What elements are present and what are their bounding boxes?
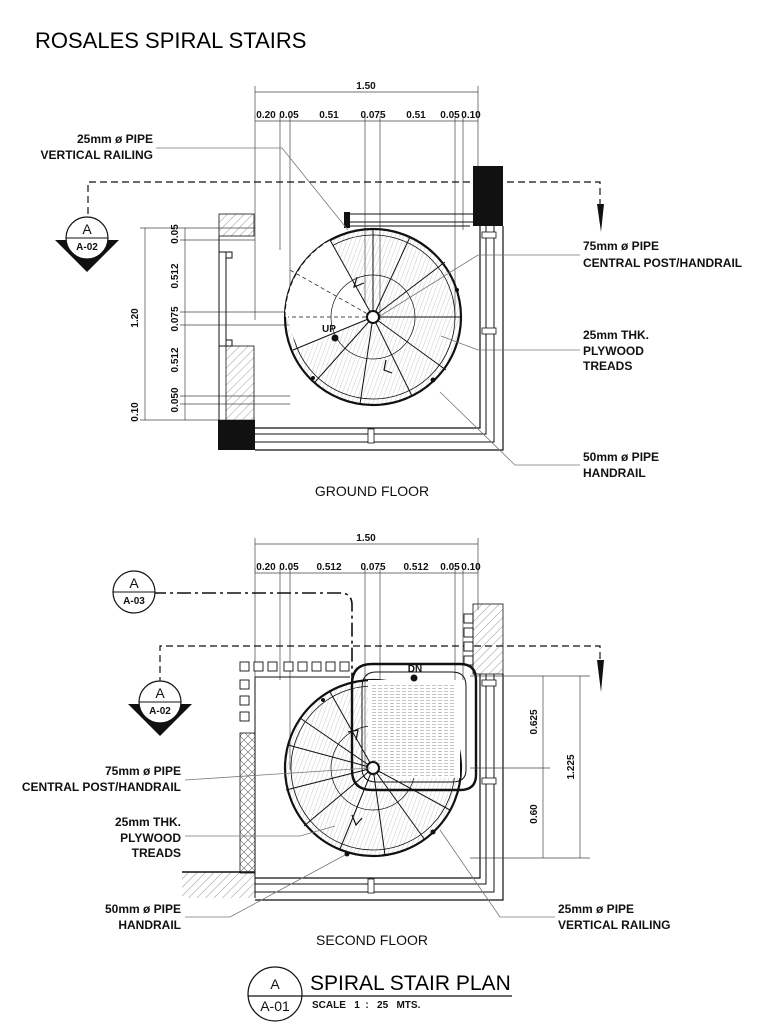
gf-dim-1: 0.20 — [256, 110, 276, 121]
gf-caption: GROUND FLOOR — [315, 483, 429, 499]
sf-handrail-label-2: HANDRAIL — [118, 918, 181, 932]
gf-dim-6: 0.05 — [440, 110, 460, 121]
gf-central-post-label-1: 75mm ø PIPE — [583, 239, 659, 253]
gf-treads-label-2: PLYWOOD — [583, 344, 644, 358]
gf-central-post-label-2: CENTRAL POST/HANDRAIL — [583, 256, 742, 270]
sf-dim-4: 0.075 — [360, 562, 385, 573]
gf-handrail-label-2: HANDRAIL — [583, 466, 646, 480]
gf-dim-7: 0.10 — [461, 110, 481, 121]
gf-dim-3: 0.51 — [319, 110, 339, 121]
gf-treads-label-3: TREADS — [583, 359, 632, 373]
sf-dim-7: 0.10 — [461, 562, 481, 573]
sf-section-letter: A — [155, 685, 165, 701]
sf-treads-label-2: PLYWOOD — [120, 831, 181, 845]
sf-side-dim-1: 0.625 — [529, 709, 540, 734]
sf-section-top-letter: A — [129, 575, 139, 591]
drawing-title: ROSALES SPIRAL STAIRS — [35, 28, 306, 53]
gf-section-letter: A — [82, 221, 92, 237]
title-block-sheet: A-01 — [260, 998, 290, 1014]
sf-overall-width: 1.50 — [356, 533, 376, 544]
gf-side-dim-6: 0.10 — [130, 402, 141, 422]
title-block — [247, 966, 512, 1022]
gf-side-dim-3: 0.075 — [170, 306, 181, 331]
title-block-letter: A — [270, 976, 280, 992]
sf-central-post-label-1: 75mm ø PIPE — [105, 764, 181, 778]
sf-handrail-lines — [255, 674, 504, 901]
sf-dim-3: 0.512 — [316, 562, 341, 573]
sf-central-post-label-2: CENTRAL POST/HANDRAIL — [22, 780, 181, 794]
gf-side-dim-2: 0.512 — [170, 263, 181, 288]
sf-dim-6: 0.05 — [440, 562, 460, 573]
gf-dim-2: 0.05 — [279, 110, 299, 121]
second-floor-plan: 1.50 0.20 0.05 0.512 0.075 0.512 0.05 0.… — [22, 533, 671, 948]
sf-overall-depth: 1.225 — [566, 754, 577, 779]
sf-vertical-railing-label-1: 25mm ø PIPE — [558, 902, 634, 916]
gf-dim-4: 0.075 — [360, 110, 385, 121]
sf-spiral-stair — [283, 662, 478, 858]
ground-floor-plan: 1.50 0.20 0.05 0.51 0.075 0.51 0.05 0.10 — [41, 81, 743, 499]
sf-section-sheet: A-02 — [149, 706, 171, 717]
gf-vertical-railing-label-2: VERTICAL RAILING — [41, 148, 153, 162]
sf-dn-label: DN — [408, 664, 422, 675]
gf-side-dim-4: 0.512 — [170, 347, 181, 372]
gf-dim-5: 0.51 — [406, 110, 426, 121]
sf-section-marker — [128, 680, 192, 736]
gf-treads-label-1: 25mm THK. — [583, 328, 649, 342]
sf-dim-5: 0.512 — [403, 562, 428, 573]
gf-overall-width: 1.50 — [356, 81, 376, 92]
gf-spiral-stair — [283, 227, 463, 407]
gf-overall-depth: 1.20 — [130, 308, 141, 328]
sf-section-marker-top — [112, 570, 156, 614]
gf-vertical-railing-label-1: 25mm ø PIPE — [77, 132, 153, 146]
sf-vertical-railing-label-2: VERTICAL RAILING — [558, 918, 670, 932]
sf-side-dim-2: 0.60 — [529, 804, 540, 824]
sf-treads-label-3: TREADS — [132, 846, 181, 860]
sf-handrail-label-1: 50mm ø PIPE — [105, 902, 181, 916]
gf-handrail-label-1: 50mm ø PIPE — [583, 450, 659, 464]
sf-dim-1: 0.20 — [256, 562, 276, 573]
gf-side-dim-5: 0.050 — [170, 387, 181, 412]
sf-caption: SECOND FLOOR — [316, 932, 428, 948]
sf-dim-2: 0.05 — [279, 562, 299, 573]
gf-handrail-lines — [255, 226, 504, 451]
gf-side-dim-1: 0.05 — [170, 224, 181, 244]
sf-section-top-sheet: A-03 — [123, 596, 145, 607]
gf-section-sheet: A-02 — [76, 242, 98, 253]
gf-up-label: UP — [322, 324, 336, 335]
sheet-title: SPIRAL STAIR PLAN — [310, 972, 511, 995]
sf-treads-label-1: 25mm THK. — [115, 815, 181, 829]
scale-label: SCALE 1 : 25 MTS. — [312, 1000, 421, 1011]
gf-section-marker — [55, 216, 119, 272]
